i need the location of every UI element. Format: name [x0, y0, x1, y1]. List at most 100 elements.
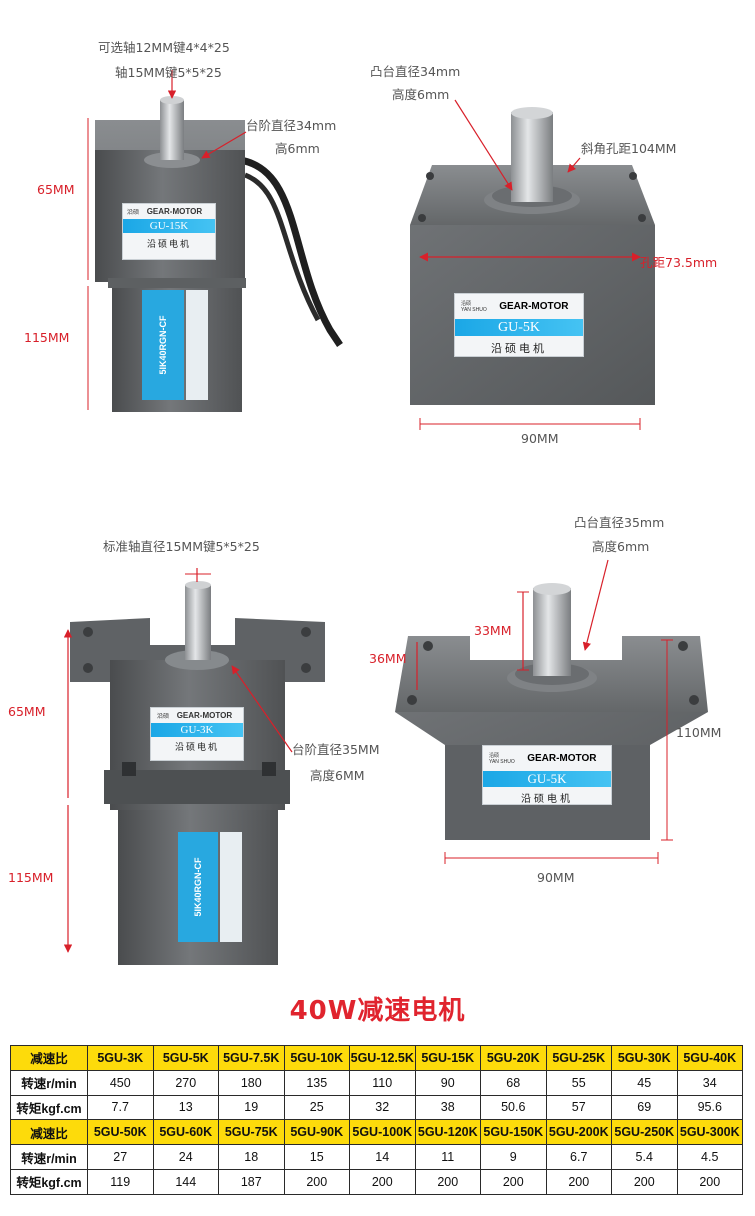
row-header: 转矩kgf.cm [10, 1094, 88, 1121]
value-cell: 7.7 [87, 1094, 154, 1121]
row-header: 转速r/min [10, 1069, 88, 1096]
model-cell: 5GU-300K [676, 1119, 743, 1146]
brand-en: YAN SHUO [461, 306, 487, 313]
value-cell: 200 [611, 1168, 678, 1195]
value-cell: 57 [545, 1094, 612, 1121]
value-cell: 19 [218, 1094, 285, 1121]
boss-height-label: 高度6mm [592, 539, 650, 554]
value-cell: 45 [611, 1069, 678, 1096]
section-title: 40W减速电机 [289, 996, 466, 1026]
model-cell: 5GU-150K [480, 1119, 547, 1146]
value-cell: 34 [676, 1069, 743, 1096]
hole-pitch-label: 孔距73.5mm [640, 255, 718, 270]
width-dimension: 90MM [537, 870, 575, 885]
value-cell: 90 [414, 1069, 481, 1096]
model-band: GU-3K [151, 723, 243, 737]
figure-1-motor-side [87, 70, 343, 412]
model-cell: 5GU-3K [87, 1045, 154, 1071]
value-cell: 14 [349, 1144, 416, 1170]
brand-cn: 沿硕 [157, 714, 170, 720]
value-cell: 15 [283, 1144, 350, 1170]
gearbox-height-dimension: 65MM [37, 182, 75, 197]
model-cell: 5GU-40K [676, 1045, 743, 1071]
value-cell: 144 [152, 1168, 219, 1195]
model-cell: 5GU-75K [218, 1119, 285, 1146]
value-cell: 200 [545, 1168, 612, 1195]
model-band: GU-15K [123, 219, 215, 233]
nameplate-gu-3k: 沿硕 GEAR-MOTOR GU-3K 沿硕电机 [150, 707, 244, 761]
model-cell: 5GU-15K [414, 1045, 481, 1071]
boss-height-label: 高度6mm [392, 87, 450, 102]
model-cell: 5GU-200K [545, 1119, 612, 1146]
figure-3-motor-flanged [63, 568, 325, 965]
value-cell: 270 [152, 1069, 219, 1096]
model-cell: 5GU-25K [545, 1045, 612, 1071]
model-cell: 5GU-250K [611, 1119, 678, 1146]
maker-name: 沿硕电机 [521, 794, 573, 805]
model-cell: 5GU-120K [414, 1119, 481, 1146]
value-cell: 200 [676, 1168, 743, 1195]
motor-length-dimension: 115MM [24, 330, 70, 345]
value-cell: 6.7 [545, 1144, 612, 1170]
brand-cn: 沿硕 [461, 300, 472, 307]
brand-cn: 沿硕 [489, 752, 500, 759]
model-cell: 5GU-50K [87, 1119, 154, 1146]
model-cell: 5GU-5K [152, 1045, 219, 1071]
maker-name: 沿硕电机 [174, 742, 219, 752]
shaft-height-dimension: 33MM [474, 623, 512, 638]
motor-length-dimension: 115MM [8, 870, 54, 885]
model-cell: 5GU-30K [611, 1045, 678, 1071]
boss-diameter-label: 凸台直径35mm [574, 515, 665, 530]
height-dimension: 110MM [676, 725, 722, 740]
figure-4-gearbox-flanged [395, 559, 708, 864]
value-cell: 4.5 [676, 1144, 743, 1170]
value-cell: 95.6 [676, 1094, 743, 1121]
value-cell: 180 [218, 1069, 285, 1096]
product-name: GEAR-MOTOR [176, 711, 233, 720]
nameplate-gu-15k: 沿硕 GEAR-MOTOR GU-15K 沿硕电机 [122, 203, 216, 260]
value-cell: 200 [414, 1168, 481, 1195]
value-cell: 18 [218, 1144, 285, 1170]
product-name: GEAR-MOTOR [527, 753, 597, 765]
model-cell: 5GU-100K [349, 1119, 416, 1146]
model-cell: 5GU-60K [152, 1119, 219, 1146]
step-diameter-label: 台阶直径35MM [292, 742, 380, 757]
row-header: 转矩kgf.cm [10, 1168, 88, 1195]
value-cell: 13 [152, 1094, 219, 1121]
boss-diameter-label: 凸台直径34mm [370, 64, 461, 79]
brand-cn: 沿硕 [127, 210, 140, 216]
value-cell: 5.4 [611, 1144, 678, 1170]
value-cell: 69 [611, 1094, 678, 1121]
step-height-label: 高6mm [275, 141, 320, 156]
value-cell: 32 [349, 1094, 416, 1121]
model-cell: 5GU-20K [480, 1045, 547, 1071]
model-cell: 5GU-12.5K [349, 1045, 416, 1071]
model-cell: 5GU-7.5K [218, 1045, 285, 1071]
value-cell: 50.6 [480, 1094, 547, 1121]
motor-model-label: 5IK40RGN-CF [158, 315, 168, 375]
width-dimension: 90MM [521, 431, 559, 446]
value-cell: 27 [87, 1144, 154, 1170]
value-cell: 55 [545, 1069, 612, 1096]
value-cell: 110 [349, 1069, 416, 1096]
value-cell: 200 [480, 1168, 547, 1195]
maker-name: 沿硕电机 [491, 343, 547, 355]
model-cell: 5GU-10K [283, 1045, 350, 1071]
value-cell: 450 [87, 1069, 154, 1096]
value-cell: 11 [414, 1144, 481, 1170]
nameplate-gu-5k-flanged: 沿硕 YAN SHUO GEAR-MOTOR GU-5K 沿硕电机 [482, 745, 612, 805]
model-cell: 5GU-90K [283, 1119, 350, 1146]
standard-shaft-key-label: 轴15MM键5*5*25 [115, 65, 222, 80]
value-cell: 9 [480, 1144, 547, 1170]
product-name: GEAR-MOTOR [146, 207, 203, 216]
gearbox-height-dimension: 65MM [8, 704, 46, 719]
row-header: 转速r/min [10, 1144, 88, 1170]
flange-thickness-dimension: 36MM [369, 651, 407, 666]
product-illustrations [63, 70, 708, 965]
